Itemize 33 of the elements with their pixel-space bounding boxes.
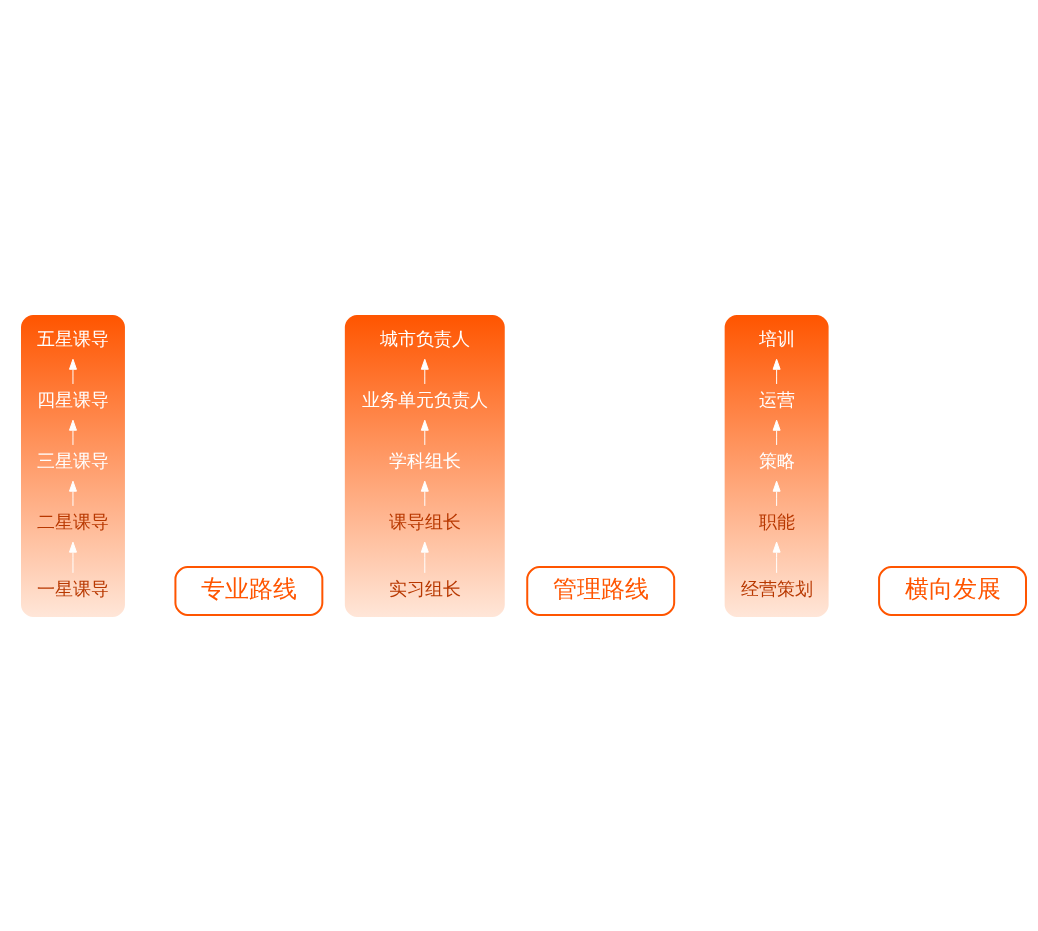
node-text: 业务单元负责人 <box>361 389 488 410</box>
arrow <box>420 541 429 573</box>
cluster <box>20 314 125 617</box>
arrow <box>420 358 429 384</box>
arrow <box>68 541 77 573</box>
node-text: 城市负责人 <box>379 328 470 349</box>
arrow <box>420 419 429 445</box>
node-text: 经营策划 <box>740 577 813 599</box>
node-text: 课导组长 <box>388 510 461 532</box>
node-text: 实习组长 <box>388 577 461 599</box>
arrow <box>772 419 781 445</box>
node-text: 职能 <box>758 510 795 532</box>
node-text: 培训 <box>758 328 795 349</box>
arrow <box>68 419 77 445</box>
cluster <box>724 314 829 617</box>
node-text: 三星课导 <box>36 450 109 471</box>
arrow <box>68 480 77 506</box>
node-text: 四星课导 <box>36 389 109 410</box>
cluster <box>344 314 505 617</box>
node-box: 管理路线 <box>525 565 675 616</box>
arrow <box>68 358 77 384</box>
node-text: 二星课导 <box>36 510 109 532</box>
node-text: 运营 <box>758 389 795 410</box>
arrow <box>772 541 781 573</box>
node-text: 一星课导 <box>36 577 109 599</box>
node-text: 五星课导 <box>36 328 109 349</box>
arrow <box>772 358 781 384</box>
node-box: 专业路线 <box>173 565 323 616</box>
node-text: 策略 <box>758 450 795 471</box>
arrow <box>420 480 429 506</box>
arrow <box>772 480 781 506</box>
node-text: 学科组长 <box>388 450 461 471</box>
node-box: 横向发展 <box>877 565 1027 616</box>
